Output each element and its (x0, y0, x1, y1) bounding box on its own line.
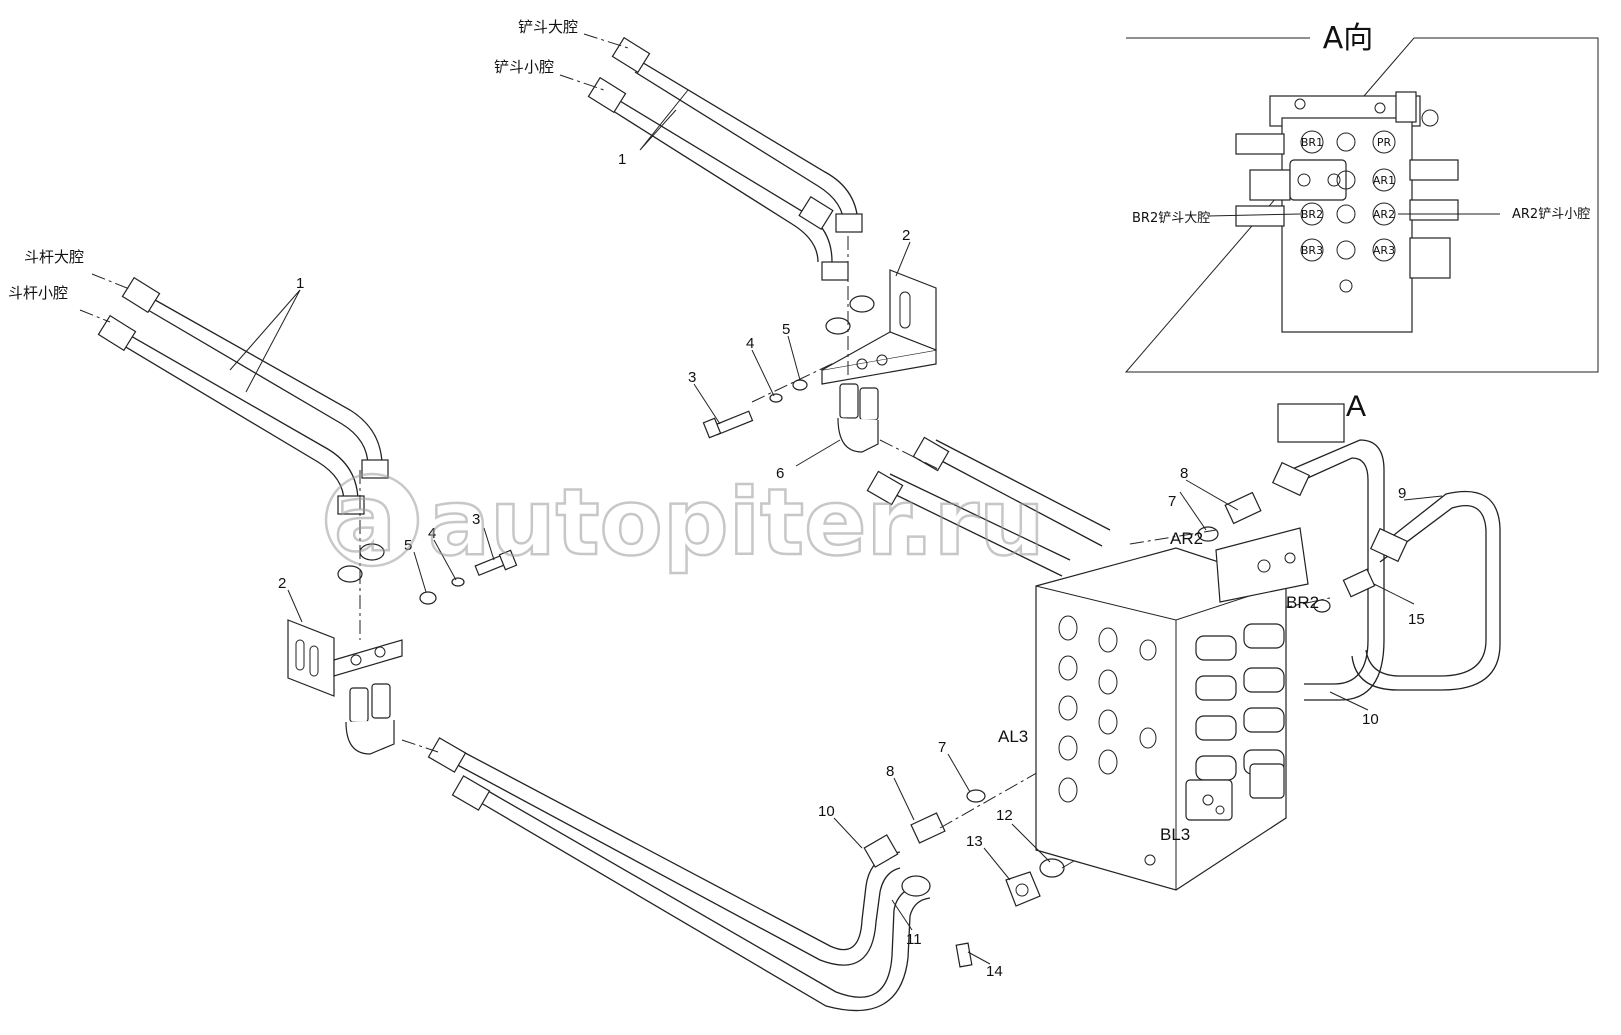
bracket-lower (287, 619, 403, 697)
callout-3b: 3 (472, 511, 480, 528)
callout-7b: 7 (938, 739, 946, 756)
leader-lines (79, 33, 941, 753)
callout-8a: 8 (1180, 465, 1188, 482)
port-label-bl3: BL3 (1160, 825, 1190, 844)
label-bucket-small-chamber: 铲斗小腔 (494, 58, 554, 76)
watermark: a autopiter.ru (324, 464, 1046, 577)
view-a-title: A向 (1323, 21, 1374, 56)
port-ar2: AR2 (1373, 208, 1395, 221)
text-labels: 铲斗大腔 铲斗小腔 斗杆大腔 斗杆小腔 A向 A BR2铲斗大腔 AR2铲斗小腔… (8, 18, 1590, 844)
callout-1b: 1 (296, 275, 304, 292)
view-a-inset: BR1 PR AR1 BR2 AR2 BR3 AR3 (1124, 37, 1599, 373)
callout-9: 9 (1398, 485, 1406, 502)
callout-8b: 8 (886, 763, 894, 780)
label-bucket-large-chamber: 铲斗大腔 (518, 18, 578, 36)
port-ar1: AR1 (1373, 174, 1395, 187)
valve-feed-hoses (866, 436, 1111, 577)
label-stick-small-chamber: 斗杆小腔 (8, 284, 68, 302)
callout-4b: 4 (428, 525, 436, 542)
inset-valve-body (1235, 91, 1459, 333)
valve-front-fittings (1185, 623, 1285, 821)
bucket-hose-pair (587, 36, 863, 281)
callout-2b: 2 (278, 575, 286, 592)
port-br1: BR1 (1301, 136, 1323, 149)
port-ar3: AR3 (1373, 244, 1395, 257)
callout-5a: 5 (782, 321, 790, 338)
callout-12: 12 (996, 807, 1013, 824)
bracket-upper (821, 269, 937, 385)
watermark-text: autopiter.ru (428, 469, 1045, 576)
callout-1a: 1 (618, 151, 626, 168)
br2-callout: BR2铲斗大腔 (1132, 211, 1210, 226)
callout-leaders (229, 89, 1443, 965)
port-br2: BR2 (1301, 208, 1323, 221)
adapters (910, 491, 1376, 968)
callout-3a: 3 (688, 369, 696, 386)
fasteners-lower (337, 543, 518, 605)
watermark-logo-a: a (334, 465, 396, 572)
callout-10a: 10 (818, 803, 835, 820)
ar2-callout: AR2铲斗小腔 (1512, 207, 1590, 222)
callout-4a: 4 (746, 335, 754, 352)
fasteners-upper (702, 295, 875, 439)
elbow-fittings (345, 383, 879, 755)
right-loop-hoses (1271, 439, 1501, 701)
port-label-al3: AL3 (998, 727, 1028, 746)
stick-hose-pair (97, 276, 389, 515)
port-br3: BR3 (1301, 244, 1323, 257)
callout-10b: 10 (1362, 711, 1379, 728)
label-stick-large-chamber: 斗杆大腔 (24, 248, 84, 266)
view-a-marker (1277, 403, 1345, 443)
callout-11: 11 (906, 931, 922, 948)
callout-5b: 5 (404, 537, 412, 554)
inset-port-grid: BR1 PR AR1 BR2 AR2 BR3 AR3 (1300, 130, 1396, 262)
port-label-ar2: AR2 (1170, 529, 1203, 548)
bottom-hoses (427, 737, 931, 1012)
callout-15: 15 (1408, 611, 1425, 628)
port-pr: PR (1377, 136, 1392, 149)
callout-numbers: 1 1 2 2 3 3 4 4 5 5 6 7 7 8 8 9 10 10 11… (278, 151, 1425, 980)
main-control-valve (1035, 527, 1309, 891)
port-label-br2: BR2 (1286, 593, 1319, 612)
callout-13: 13 (966, 833, 983, 850)
callout-14: 14 (986, 963, 1003, 980)
valve-side-bores (1058, 615, 1157, 866)
callout-6: 6 (776, 465, 784, 482)
view-a-marker-letter: A (1346, 390, 1366, 423)
callout-7a: 7 (1168, 493, 1176, 510)
callout-2a: 2 (902, 227, 910, 244)
